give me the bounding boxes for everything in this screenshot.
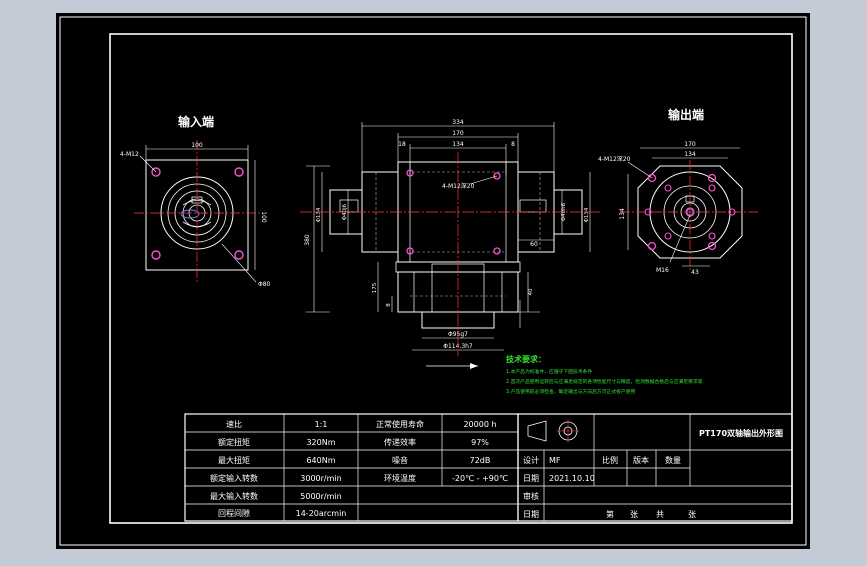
sheet-outer-frame bbox=[59, 16, 807, 546]
spec-r3-c1: 3000r/min bbox=[300, 474, 341, 483]
spec-r5-c1: 14-20arcmin bbox=[296, 509, 347, 518]
output-key-label: 43 bbox=[691, 269, 699, 276]
spec-r0-c1: 1:1 bbox=[315, 420, 328, 429]
output-end-view: 输出端 170 134 134 4-M12深20 M16 bbox=[598, 107, 760, 276]
spec-r4-c0: 最大输入转数 bbox=[210, 491, 258, 501]
input-dim-height: 100 bbox=[260, 211, 267, 223]
technical-notes: 技术要求： 1.本产品为标准件，应遵守下面技术条件 2.首次产品使用运转后与应满… bbox=[506, 354, 703, 395]
dim-right-shaft-length: 60 bbox=[530, 241, 538, 248]
spec-r1-c3: 97% bbox=[471, 438, 489, 447]
spec-r1-c2: 传递效率 bbox=[384, 437, 416, 447]
spec-r3-c0: 额定输入转数 bbox=[210, 473, 258, 483]
date-label: 日期 bbox=[523, 474, 539, 483]
scale-label: 比例 bbox=[602, 455, 618, 465]
spec-r2-c3: 72dB bbox=[470, 456, 491, 465]
output-shaft-label: M16 bbox=[656, 267, 669, 274]
output-end-label: 输出端 bbox=[668, 107, 704, 122]
output-holes-label: 4-M12深20 bbox=[598, 155, 631, 163]
spec-r2-c2: 噪音 bbox=[392, 455, 408, 465]
sheet-label-1: 第 bbox=[606, 509, 614, 519]
dim-right-flange-dia: Φ134 bbox=[584, 207, 590, 222]
dim-right-offset: 8 bbox=[511, 141, 515, 148]
drawing-sheet bbox=[56, 13, 810, 549]
dim-lower-step: 8 bbox=[386, 303, 392, 307]
spec-r3-c3: -20℃ - +90℃ bbox=[452, 474, 508, 483]
dim-body-length: 170 bbox=[452, 130, 464, 137]
dim-lower-height: 175 bbox=[372, 282, 378, 293]
spec-r2-c1: 640Nm bbox=[306, 456, 335, 465]
sheet-label-2: 张 bbox=[630, 510, 638, 519]
review-label: 审核 bbox=[523, 491, 539, 501]
spec-r0-c2: 正常使用寿命 bbox=[376, 419, 424, 429]
date-label-2: 日期 bbox=[523, 510, 539, 519]
spec-r1-c0: 额定扭矩 bbox=[218, 437, 250, 447]
notes-title: 技术要求： bbox=[506, 354, 546, 364]
output-dim-height: 134 bbox=[619, 208, 626, 220]
dim-lower-right: 40 bbox=[528, 288, 534, 295]
note-item-2: 2.首次产品使用运转后与应满足规定的各项性能尺寸与精度，检测数据合格后与应满足要… bbox=[506, 378, 703, 385]
qty-label: 数量 bbox=[665, 455, 681, 465]
output-dim-inner: 134 bbox=[684, 151, 696, 158]
drawing-title: PT170双轴输出外形图 bbox=[699, 428, 783, 438]
spec-r5-c0: 回程间隙 bbox=[218, 508, 250, 518]
version-label: 版本 bbox=[633, 455, 649, 465]
input-end-view: 输入端 100 100 4-M12 Φ80 bbox=[120, 114, 271, 288]
projection-symbol bbox=[527, 419, 580, 443]
spec-r3-c2: 环境温度 bbox=[384, 473, 416, 483]
input-end-label: 输入端 bbox=[178, 114, 214, 129]
dim-overall-height: 380 bbox=[304, 234, 311, 246]
output-dim-outer: 170 bbox=[684, 141, 696, 148]
input-bore-label: Φ80 bbox=[258, 281, 271, 288]
designer-value: MF bbox=[549, 456, 561, 465]
spec-r2-c0: 最大扭矩 bbox=[218, 455, 250, 465]
sheet-label-4: 张 bbox=[688, 510, 696, 519]
spec-r0-c0: 速比 bbox=[226, 419, 242, 429]
dim-total-length: 334 bbox=[452, 119, 464, 126]
sheet-label-3: 共 bbox=[656, 510, 664, 519]
title-block: PT170双轴输出外形图 设计 MF 比例 版本 数量 日期 2021.10.1… bbox=[517, 413, 793, 522]
sheet-inner-frame bbox=[109, 33, 793, 524]
spec-r0-c3: 20000 h bbox=[463, 420, 496, 429]
dim-mid-length: 134 bbox=[452, 141, 464, 148]
note-item-3: 3.产品使用前必须检查，确定输出与方向后方可正式投产使用 bbox=[506, 388, 636, 395]
front-view: 334 170 134 18 8 4-M12深2 bbox=[300, 119, 600, 369]
spec-r4-c1: 5000r/min bbox=[300, 492, 341, 501]
input-holes-label: 4-M12 bbox=[120, 151, 139, 158]
date-value: 2021.10.10 bbox=[549, 474, 595, 483]
dim-left-offset: 18 bbox=[398, 141, 406, 148]
dim-left-flange-dia: Φ134 bbox=[316, 207, 322, 222]
spec-r1-c1: 320Nm bbox=[306, 438, 335, 447]
note-item-1: 1.本产品为标准件，应遵守下面技术条件 bbox=[506, 368, 592, 375]
design-label: 设计 bbox=[523, 455, 539, 465]
